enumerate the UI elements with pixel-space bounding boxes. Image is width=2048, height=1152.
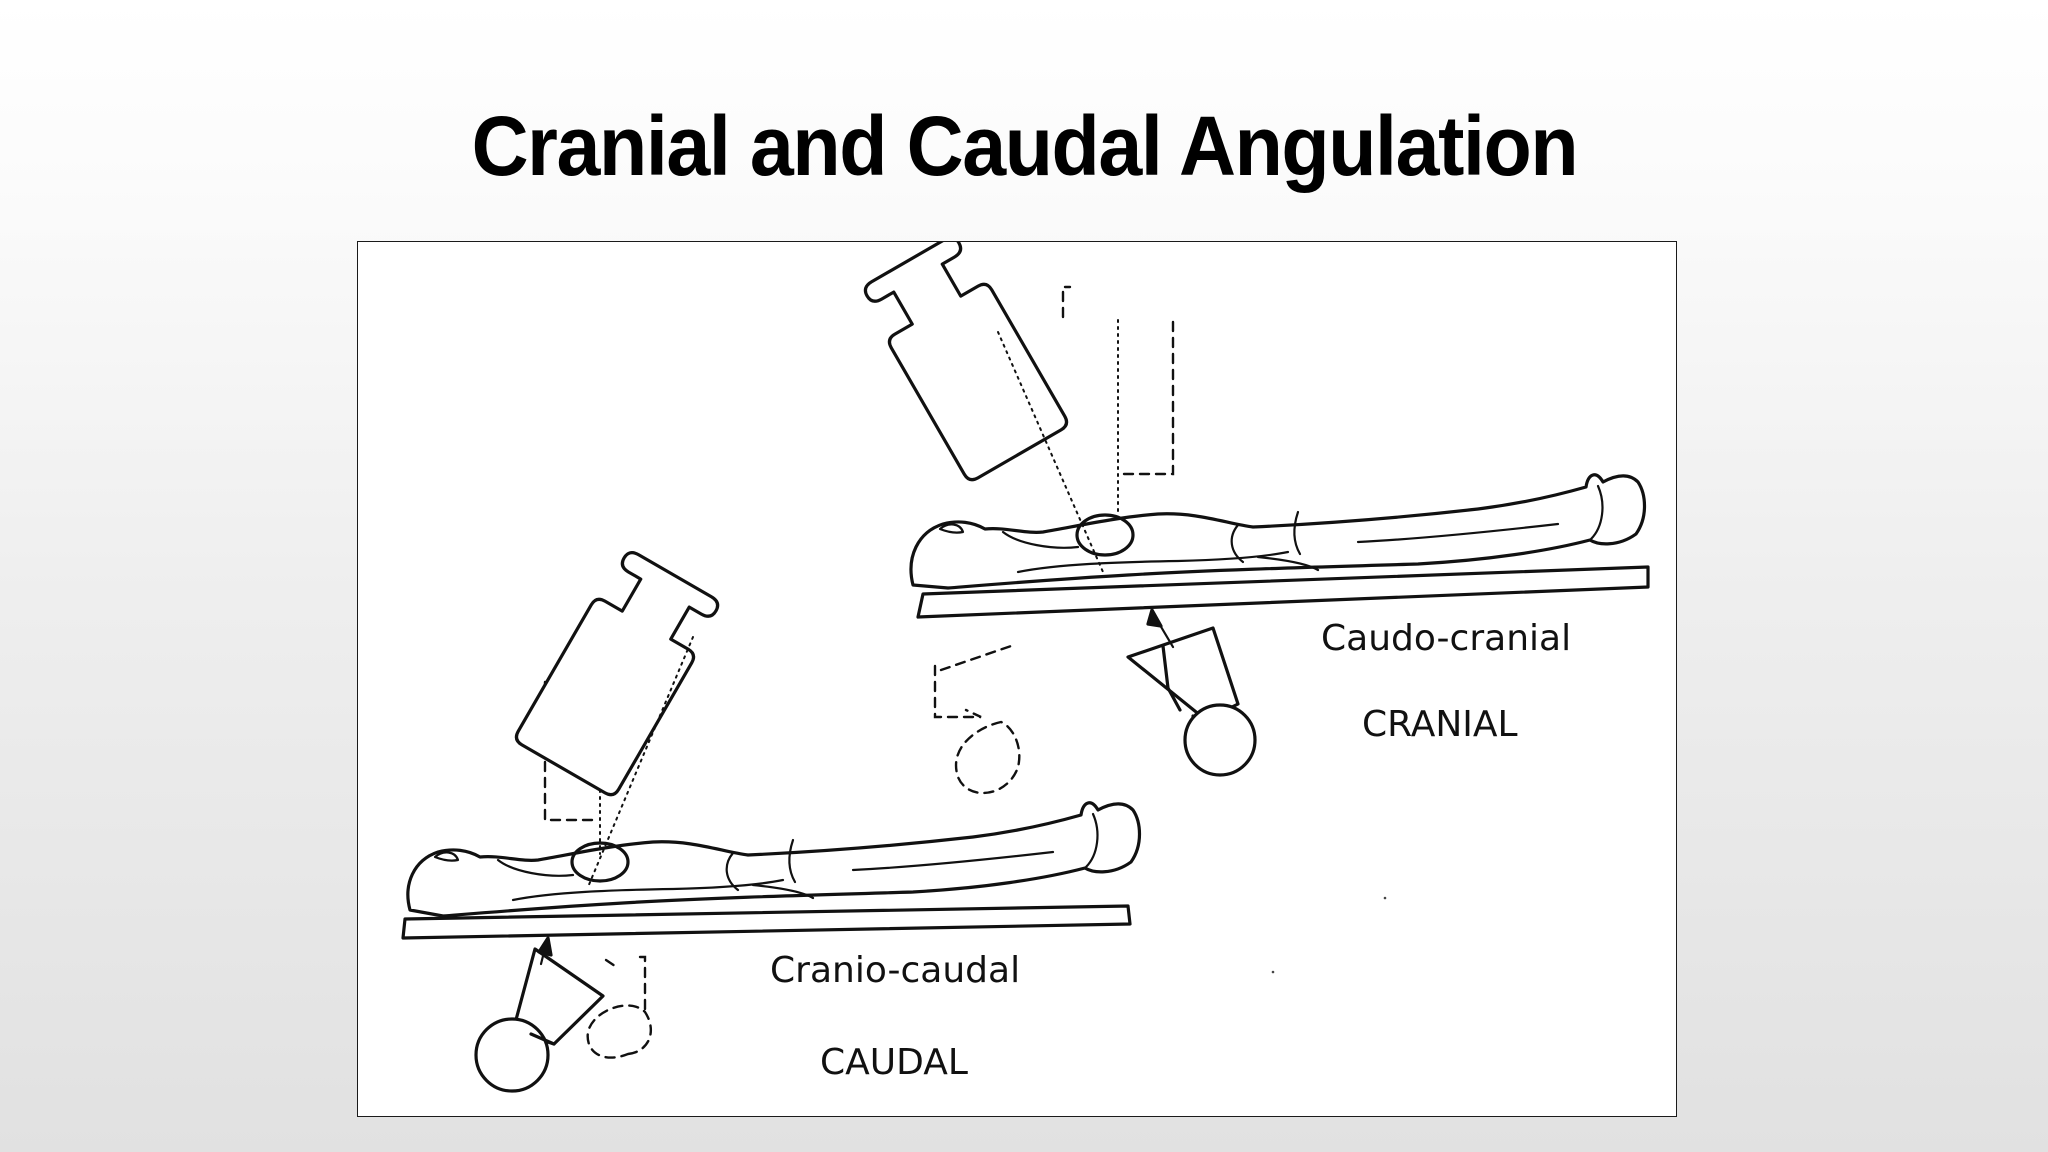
lower-image-intensifier (474, 936, 605, 1093)
scan-speck (1383, 896, 1387, 900)
lower-table (401, 904, 1132, 940)
lower-projection-label: Cranio-caudal (770, 950, 1020, 991)
upper-table (916, 565, 1650, 619)
upper-angulation-label: CRANIAL (1362, 704, 1518, 745)
angulation-illustration: Caudo-cranial CRANIAL (401, 242, 1650, 1093)
lower-scene: Cranio-caudal CAUDAL (401, 551, 1142, 1093)
upper-scene: Caudo-cranial CRANIAL (863, 242, 1650, 795)
angulation-figure: Caudo-cranial CRANIAL (357, 241, 1677, 1117)
scan-speck (1271, 970, 1275, 974)
upper-reference-outline (933, 285, 1175, 795)
lower-patient (406, 801, 1142, 918)
upper-xray-tube (863, 242, 1069, 482)
lower-angulation-label: CAUDAL (820, 1042, 968, 1083)
slide-title: Cranial and Caudal Angulation (471, 99, 1579, 193)
lower-xray-tube (514, 551, 720, 797)
lower-beam-line (587, 636, 694, 888)
upper-beam-line (997, 331, 1104, 573)
upper-projection-label: Caudo-cranial (1321, 618, 1571, 659)
upper-patient (909, 473, 1647, 590)
upper-image-intensifier (1126, 608, 1257, 777)
